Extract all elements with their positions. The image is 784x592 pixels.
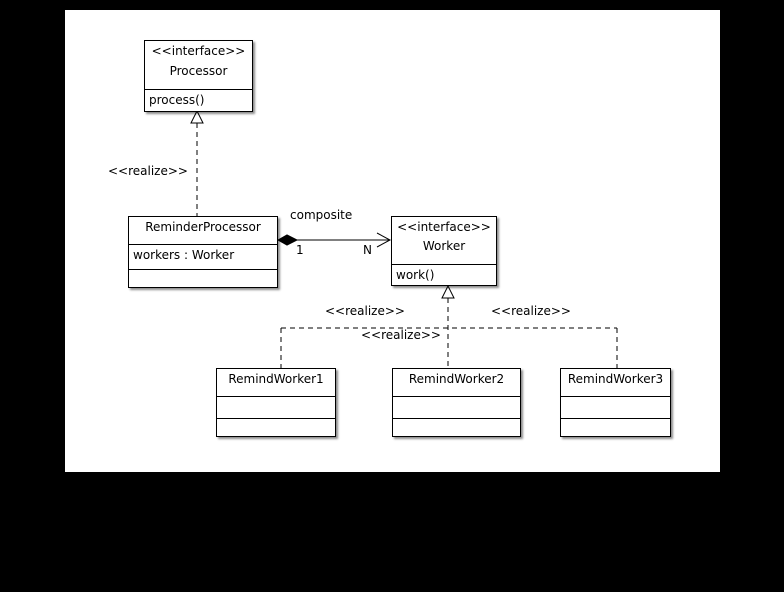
remind-worker2-operations xyxy=(393,419,520,437)
processor-stereotype: <<interface>> xyxy=(151,44,246,58)
remind-worker3-attributes xyxy=(561,397,670,419)
realize-arrowhead-worker xyxy=(441,284,455,299)
class-remind-worker1[interactable]: RemindWorker1 xyxy=(216,368,336,437)
processor-name: Processor xyxy=(169,64,228,78)
processor-operation: process() xyxy=(149,93,205,107)
remind-worker2-name: RemindWorker2 xyxy=(408,372,505,386)
remind-worker1-attributes xyxy=(217,397,335,419)
remind-worker1-operations xyxy=(217,419,335,437)
realize-arrowhead-processor xyxy=(190,109,204,124)
class-processor[interactable]: <<interface>> Processor process() xyxy=(144,40,253,112)
worker-operations: work() xyxy=(392,265,496,286)
source-multiplicity: 1 xyxy=(296,243,304,257)
class-reminder-processor[interactable]: ReminderProcessor workers : Worker xyxy=(128,216,278,288)
realize-label-processor: <<realize>> xyxy=(108,164,188,178)
remind-worker2-attributes xyxy=(393,397,520,419)
remind-worker3-operations xyxy=(561,419,670,437)
class-worker[interactable]: <<interface>> Worker work() xyxy=(391,216,497,286)
class-remind-worker2[interactable]: RemindWorker2 xyxy=(392,368,521,437)
worker-operation: work() xyxy=(396,268,435,282)
class-remind-worker3[interactable]: RemindWorker3 xyxy=(560,368,671,437)
reminder-processor-name: ReminderProcessor xyxy=(145,220,261,234)
realize-label-remindworker2: <<realize>> xyxy=(361,328,441,342)
reminder-processor-attributes: workers : Worker xyxy=(129,245,277,270)
association-label: composite xyxy=(290,208,353,222)
reminder-processor-operations xyxy=(129,270,277,288)
worker-name: Worker xyxy=(422,239,466,253)
reminder-processor-attribute: workers : Worker xyxy=(133,248,235,262)
association-arrowhead xyxy=(376,232,392,248)
composition-diamond xyxy=(276,234,299,246)
target-multiplicity: N xyxy=(363,243,372,257)
realize-label-remindworker3: <<realize>> xyxy=(491,304,571,318)
remind-worker3-name: RemindWorker3 xyxy=(567,372,664,386)
realize-label-remindworker1: <<realize>> xyxy=(325,304,405,318)
worker-stereotype: <<interface>> xyxy=(397,220,491,234)
remind-worker1-name: RemindWorker1 xyxy=(228,372,324,386)
processor-operations: process() xyxy=(145,90,252,111)
